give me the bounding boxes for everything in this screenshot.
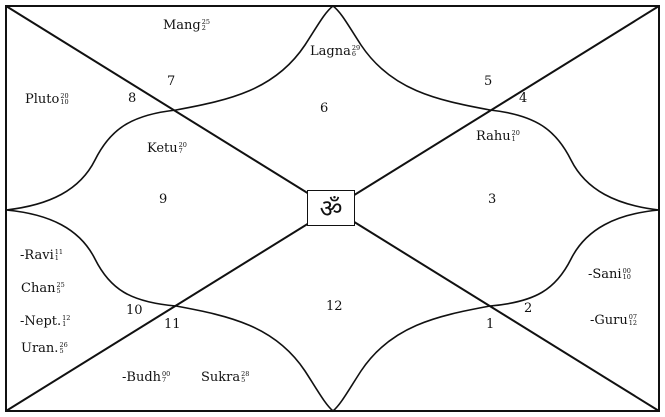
house-number-7: 7 — [167, 74, 176, 89]
planet-name: Chan — [21, 281, 56, 296]
planet-name: -Guru — [590, 313, 628, 328]
om-symbol: ॐ — [319, 193, 343, 223]
planet-name: -Ravi — [20, 248, 54, 263]
planet-name: -Budh — [122, 370, 162, 385]
planet-name: Uran. — [21, 341, 59, 356]
house-number-11: 11 — [164, 317, 181, 332]
planet-name: Lagna — [310, 44, 351, 59]
house-number-9: 9 — [159, 192, 168, 207]
house-number-3: 3 — [488, 192, 497, 207]
petal-right — [489, 109, 660, 307]
planet-name: -Nept. — [20, 314, 62, 329]
house-number-5: 5 — [484, 74, 493, 89]
om-symbol-box: ॐ — [307, 190, 355, 226]
planet-name: Ketu — [147, 141, 178, 156]
house-number-12: 12 — [326, 299, 343, 314]
house-number-2: 2 — [524, 301, 533, 316]
house-number-4: 4 — [519, 91, 528, 106]
planet-name: Rahu — [476, 129, 511, 144]
planet-name: Sukra — [201, 370, 241, 385]
planet-name: Mang — [163, 18, 201, 33]
house-number-10: 10 — [126, 303, 143, 318]
petal-bottom — [175, 305, 491, 413]
planet-name: Pluto — [25, 92, 60, 107]
petal-left — [5, 109, 177, 307]
house-number-1: 1 — [486, 317, 495, 332]
house-number-8: 8 — [128, 91, 137, 106]
planet-name: -Sani — [588, 267, 622, 282]
house-number-6: 6 — [320, 101, 329, 116]
petal-top — [175, 4, 491, 111]
